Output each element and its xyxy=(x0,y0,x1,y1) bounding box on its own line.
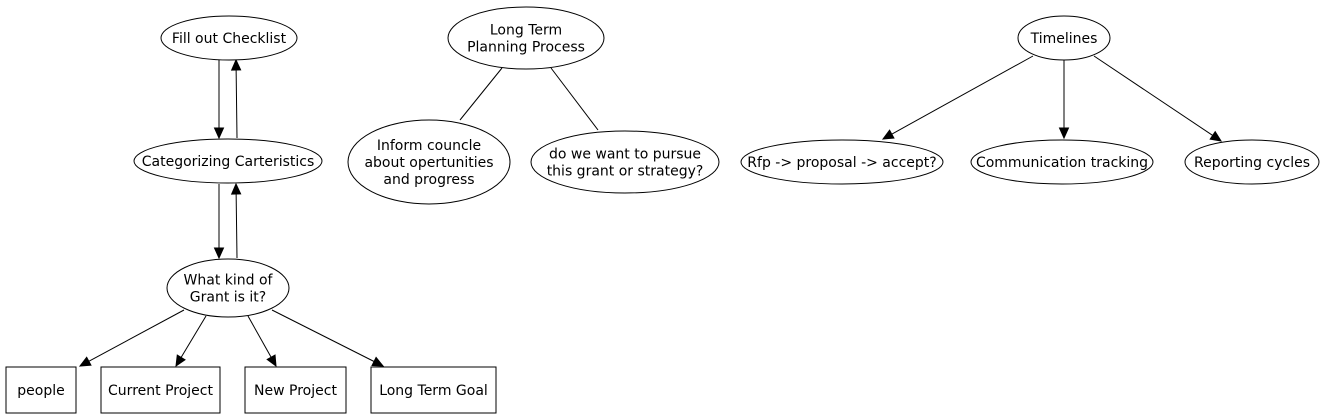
arrowhead xyxy=(1058,127,1070,140)
node-ellipse xyxy=(160,15,298,61)
node-box xyxy=(5,366,77,414)
arrowhead xyxy=(78,356,92,367)
edge-categorizing-to-what-kind xyxy=(213,184,225,260)
node-label: Grant is it? xyxy=(190,290,266,306)
node-communication: Communication tracking xyxy=(970,139,1154,185)
edge-line xyxy=(271,309,375,362)
arrowhead xyxy=(1209,130,1223,142)
edge-line xyxy=(550,67,599,131)
node-label: Fill out Checklist xyxy=(172,31,287,47)
node-label: and progress xyxy=(383,172,474,188)
edge-timelines-to-reporting xyxy=(1093,55,1223,142)
node-ellipse xyxy=(1017,15,1111,61)
node-ellipse xyxy=(447,6,605,70)
edge-what-kind-to-people xyxy=(78,309,185,367)
node-current-project: Current Project xyxy=(100,366,221,414)
arrowhead xyxy=(266,354,277,368)
edge-line xyxy=(180,315,207,358)
arrowhead xyxy=(230,182,242,195)
node-label: Inform councle xyxy=(377,138,481,154)
node-ellipse xyxy=(740,139,944,185)
edge-line xyxy=(235,193,238,259)
node-label: about opertunities xyxy=(364,155,493,171)
edge-line xyxy=(891,55,1034,135)
node-label: New Project xyxy=(254,383,337,399)
node-rfp: Rfp -> proposal -> accept? xyxy=(740,139,944,185)
node-label: Long Term Goal xyxy=(379,383,488,399)
arrowhead xyxy=(213,127,225,140)
edge-what-kind-to-current-project xyxy=(175,315,207,368)
node-label: What kind of xyxy=(184,273,274,289)
node-categorizing: Categorizing Carteristics xyxy=(133,138,323,184)
edge-line xyxy=(235,69,238,139)
edge-timelines-to-communication xyxy=(1058,60,1070,140)
arrowhead xyxy=(371,356,385,367)
node-ellipse xyxy=(970,139,1154,185)
node-label: this grant or strategy? xyxy=(547,164,704,180)
node-ellipse xyxy=(133,138,323,184)
arrowhead xyxy=(230,58,242,71)
node-label: Rfp -> proposal -> accept? xyxy=(747,155,936,171)
edge-fill-checklist-to-categorizing xyxy=(213,60,225,140)
arrowhead xyxy=(175,354,186,368)
node-label: Planning Process xyxy=(467,40,585,56)
node-long-term-goal: Long Term Goal xyxy=(370,366,497,414)
arrowhead xyxy=(213,247,225,260)
node-reporting: Reporting cycles xyxy=(1184,139,1320,185)
node-box xyxy=(100,366,221,414)
edge-long-term-planning-to-pursue-grant xyxy=(550,67,599,131)
edge-line xyxy=(1093,55,1213,136)
node-timelines: Timelines xyxy=(1017,15,1111,61)
node-box xyxy=(244,366,347,414)
node-label: Communication tracking xyxy=(976,155,1148,171)
edge-timelines-to-rfp xyxy=(881,55,1034,140)
edge-what-kind-to-new-project xyxy=(247,315,277,368)
node-ellipse xyxy=(347,119,511,205)
node-ellipse xyxy=(530,130,720,194)
node-label: Categorizing Carteristics xyxy=(142,154,315,170)
edge-line xyxy=(459,67,503,121)
node-label: Long Term xyxy=(490,23,562,39)
edges-layer xyxy=(78,55,1223,368)
node-new-project: New Project xyxy=(244,366,347,414)
node-label: Current Project xyxy=(108,383,213,399)
edge-what-kind-to-long-term-goal xyxy=(271,309,385,367)
edge-long-term-planning-to-inform-council xyxy=(459,67,503,121)
edge-categorizing-to-fill-checklist xyxy=(230,58,242,139)
node-people: people xyxy=(5,366,77,414)
arrowhead xyxy=(881,129,895,140)
edge-line xyxy=(247,315,272,358)
node-ellipse xyxy=(166,258,290,318)
node-label: Timelines xyxy=(1030,31,1098,47)
node-label: people xyxy=(17,383,64,399)
edge-what-kind-to-categorizing xyxy=(230,182,242,259)
node-label: do we want to pursue xyxy=(549,147,701,163)
node-box xyxy=(370,366,497,414)
edge-line xyxy=(88,309,185,362)
node-label: Reporting cycles xyxy=(1194,155,1310,171)
node-ellipse xyxy=(1184,139,1320,185)
node-fill-checklist: Fill out Checklist xyxy=(160,15,298,61)
